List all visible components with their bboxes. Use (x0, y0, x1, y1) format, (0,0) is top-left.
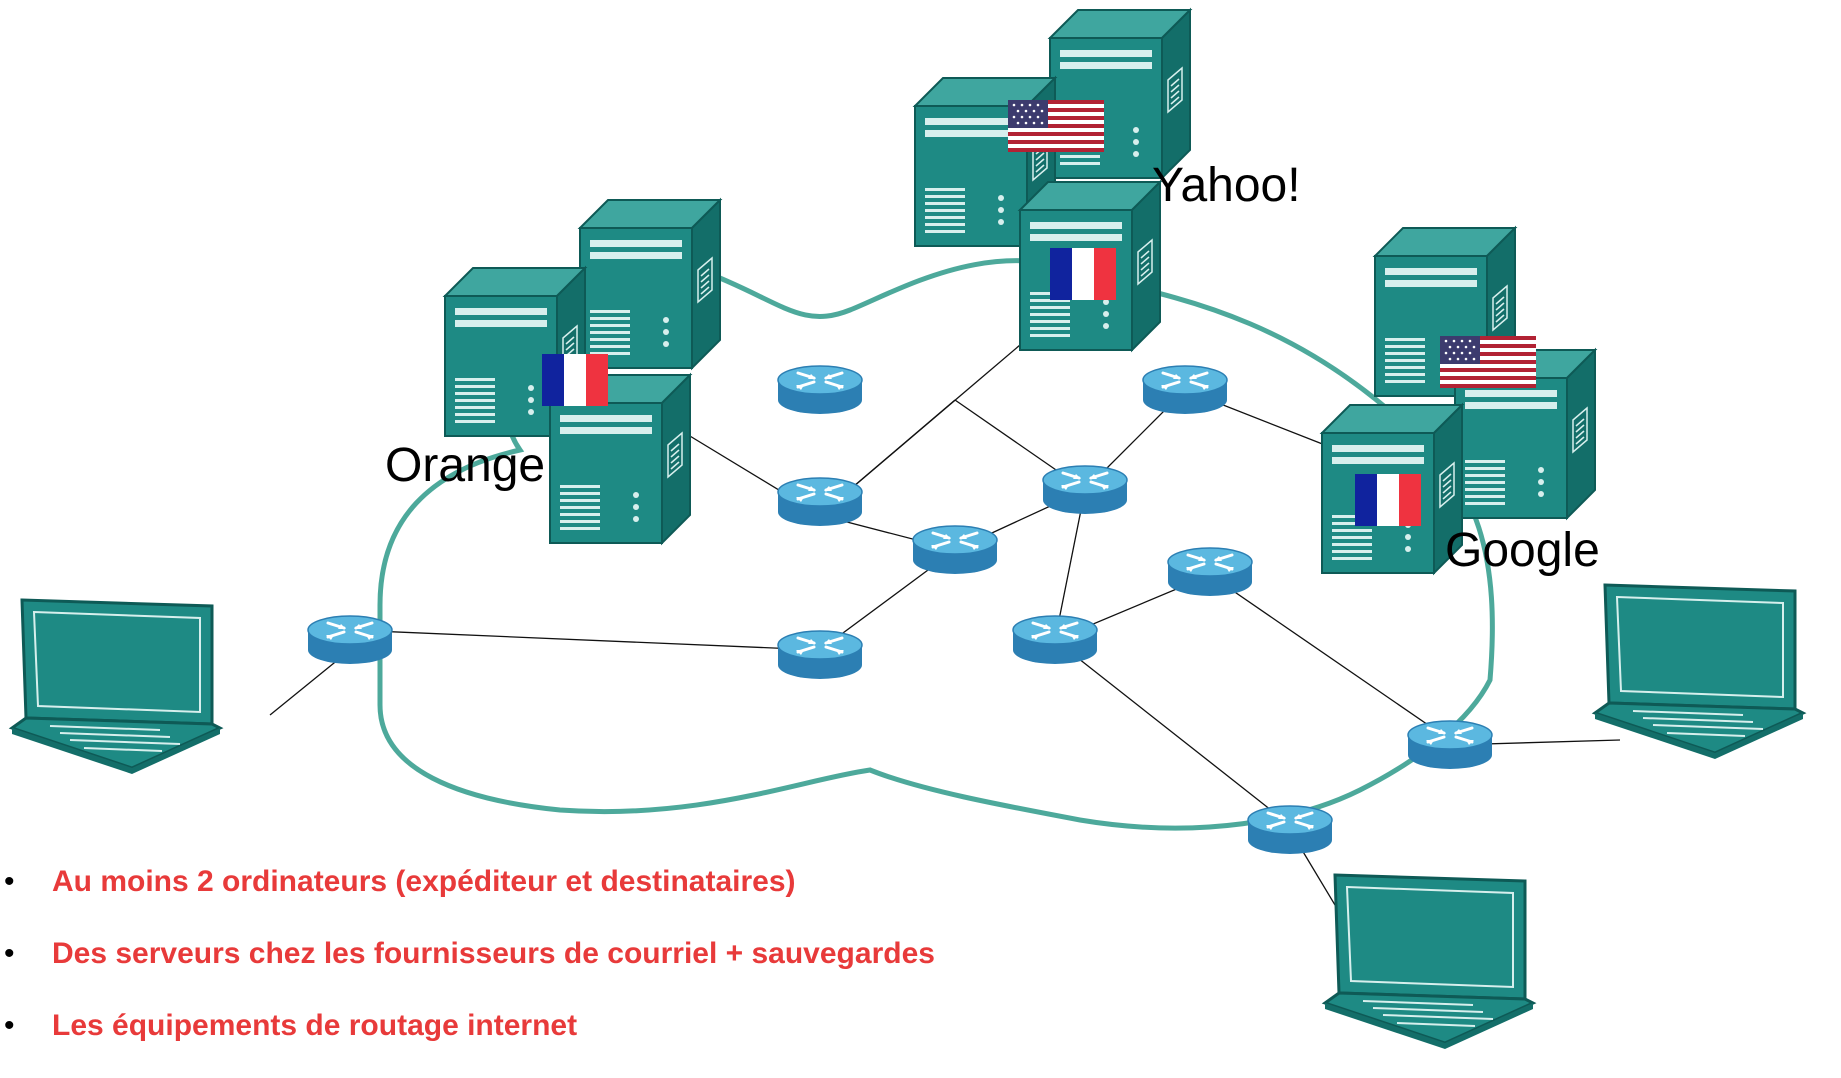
bullet-text: Des serveurs chez les fournisseurs de co… (52, 937, 935, 970)
flag-france-icon (1050, 248, 1116, 300)
flag-usa-icon (1440, 336, 1536, 388)
router-icon (1166, 546, 1254, 598)
flag-usa-icon (1008, 100, 1104, 152)
label-orange: Orange (385, 439, 546, 492)
laptops (10, 583, 1805, 1051)
router-icon (306, 614, 394, 666)
router-icon (776, 629, 864, 681)
router-icon (911, 524, 999, 576)
bullet-text: Au moins 2 ordinateurs (expéditeur et de… (52, 865, 796, 898)
label-yahoo: Yahoo! (1152, 159, 1301, 212)
bullet-dot: • (4, 937, 15, 970)
label-google: Google (1445, 524, 1600, 577)
router-icon (1041, 464, 1129, 516)
router-icon (1011, 614, 1099, 666)
flag-france-icon (1355, 474, 1421, 526)
bullet-dot: • (4, 1009, 15, 1042)
server-icon (579, 199, 721, 369)
router-icon (776, 476, 864, 528)
laptop-icon (1323, 873, 1535, 1051)
bullet-dot: • (4, 865, 15, 898)
flag-france-icon (542, 354, 608, 406)
router-icon (1406, 719, 1494, 771)
bullet-text: Les équipements de routage internet (52, 1009, 578, 1042)
router-icon (776, 364, 864, 416)
laptop-icon (1593, 583, 1805, 761)
server-cluster-google (1321, 227, 1596, 574)
laptop-icon (10, 598, 222, 776)
router-icon (1141, 364, 1229, 416)
server-icon (1049, 9, 1191, 179)
router-icon (1246, 804, 1334, 856)
server-cluster-yahoo (914, 9, 1191, 351)
